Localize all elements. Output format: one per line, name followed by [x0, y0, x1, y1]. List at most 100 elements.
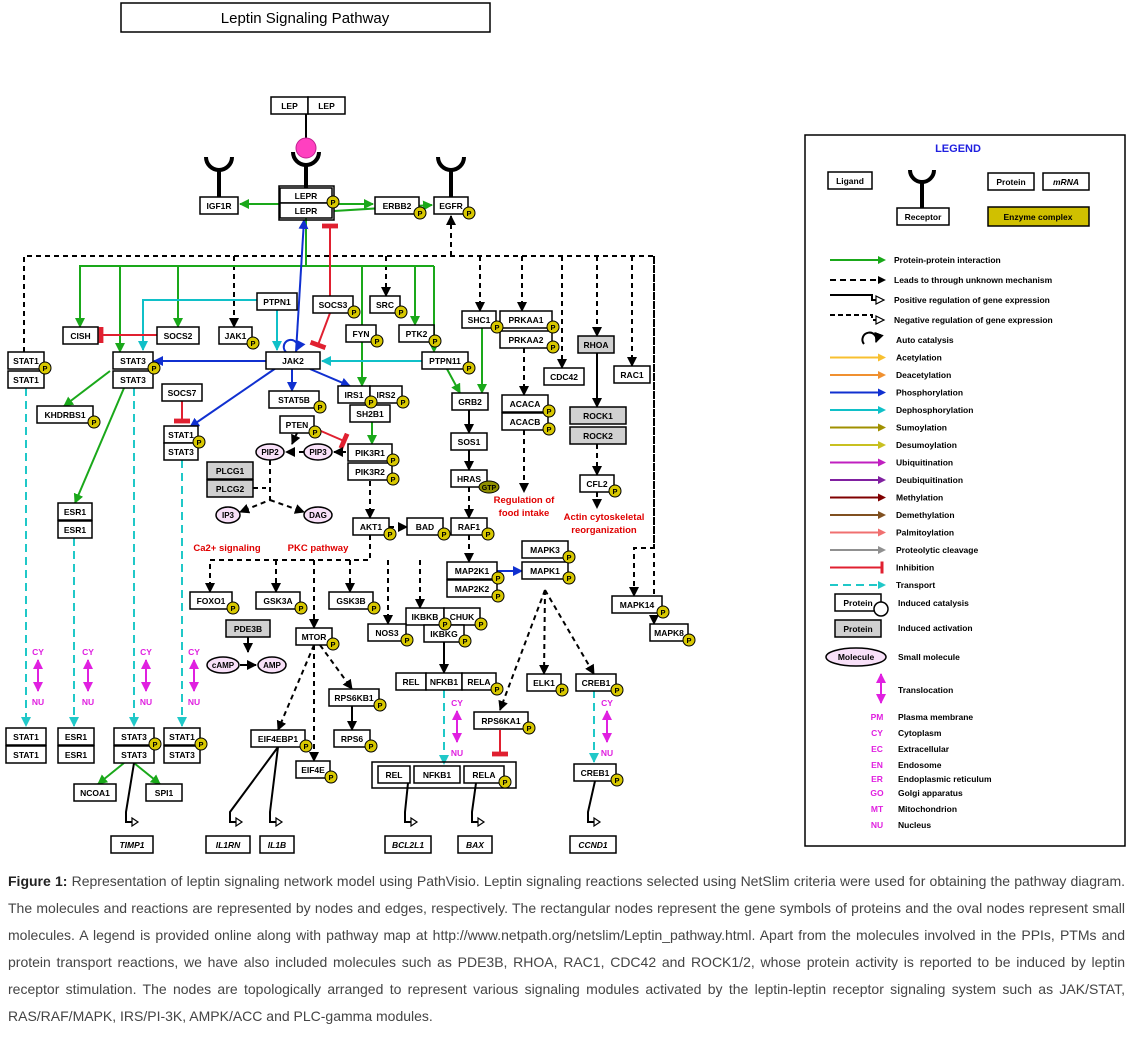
- node-label-esr1b: ESR1: [64, 525, 86, 535]
- phospho-badge-label-stat1c: P: [196, 438, 201, 447]
- node-label-nfkb1a: NFKB1: [430, 677, 459, 687]
- legend-box: [804, 134, 1126, 847]
- legend-ligand: Ligand: [836, 176, 864, 186]
- node-box-elk1: [526, 673, 562, 692]
- node-box-igf1r: [199, 196, 239, 215]
- phospho-badge-label-erbb2: P: [417, 209, 422, 218]
- node-box-rock2: [569, 426, 627, 445]
- actin-label-2: reorganization: [571, 525, 637, 536]
- node-box-esr1d: [57, 745, 95, 764]
- phospho-badge-raf1: [481, 527, 495, 541]
- edge-dephos-ptpn1-stat3: [138, 299, 257, 351]
- edge-inhibit-jak2: [309, 312, 331, 351]
- phospho-badge-prkaa2: [546, 340, 560, 354]
- node-label-esr1c: ESR1: [65, 732, 87, 742]
- edge-pten-pip2: [291, 432, 301, 445]
- edge-pip2-dag: [269, 499, 305, 514]
- node-label-stat3a: STAT3: [120, 356, 146, 366]
- edge-phos-irs1: [309, 368, 351, 388]
- legend-edge-5: Acetylation: [830, 353, 942, 363]
- node-box-il1b: [259, 835, 295, 854]
- loc-nu-0: NU: [32, 697, 44, 707]
- phospho-badge-nos3: [400, 633, 414, 647]
- node-label-acacb: ACACB: [510, 417, 541, 427]
- node-box-raf1: [450, 517, 488, 536]
- phospho-badge-label-cfl2: P: [612, 487, 617, 496]
- node-box-ptpn11: [421, 351, 469, 370]
- node-box-stat3f: [163, 745, 201, 764]
- phospho-badge-egfr: [462, 206, 476, 220]
- legend-loc-code-1: CY: [871, 728, 883, 738]
- gtp-badge: [478, 480, 500, 494]
- caption-text: Representation of leptin signaling netwo…: [8, 873, 1125, 1024]
- phospho-badge-stat1f: [194, 737, 208, 751]
- legend-edge-glyph-2: [830, 294, 878, 301]
- legend-loc-code-0: PM: [871, 712, 884, 722]
- phospho-badge-label-rela1: P: [494, 685, 499, 694]
- node-box-cdc42: [543, 367, 585, 386]
- receptors: [204, 114, 466, 199]
- edge-ppi-khdrbs1: [63, 370, 111, 407]
- phospho-badge-label-egfr: P: [466, 209, 471, 218]
- node-label-acaca: ACACA: [510, 399, 541, 409]
- legend-edge-glyph-4: [861, 331, 884, 345]
- legend-edge-label-6: Deacetylation: [896, 370, 951, 380]
- pathway-edges: [21, 199, 659, 828]
- node-label-ptpn11: PTPN11: [429, 356, 461, 366]
- legend-edge-head-11: [878, 458, 886, 467]
- legend-loc-name-1: Cytoplasm: [898, 728, 942, 738]
- receptor-cup-igf1r: [204, 156, 234, 172]
- node-label-chuk: CHUK: [450, 612, 475, 622]
- phospho-badge-ikbkb: [438, 617, 452, 631]
- node-label-il1b: IL1B: [268, 840, 286, 850]
- node-box-akt1: [352, 517, 390, 536]
- node-label-stat3e: STAT3: [121, 750, 147, 760]
- edge-gene-il1b-head: [275, 816, 284, 828]
- node-label-ccnd1: CCND1: [578, 840, 608, 850]
- phospho-badge-label-chuk: P: [478, 620, 483, 629]
- edge-mapk-creb1: [544, 589, 595, 675]
- gtp-badge-label: GTP: [482, 485, 497, 492]
- legend-edge-7: Phosphorylation: [830, 388, 963, 398]
- node-box-ptpn1: [256, 292, 298, 311]
- node-label-prkaa1: PRKAA1: [509, 315, 544, 325]
- phospho-badge-prkaa1: [546, 320, 560, 334]
- legend-loc-code-4: ER: [871, 774, 883, 784]
- legend-edge-label-1: Leads to through unknown mechanism: [894, 275, 1053, 285]
- legend-edge-head-18: [878, 581, 886, 589]
- phospho-badge-mapk3a: [562, 550, 576, 564]
- node-label-rel1: REL: [403, 677, 420, 687]
- loc-nu-4: NU: [451, 748, 463, 758]
- node-box-rhoa: [577, 335, 615, 354]
- diagram-title: Leptin Signaling Pathway: [221, 10, 390, 27]
- node-label-rock1: ROCK1: [583, 411, 613, 421]
- node-box-socs7: [161, 383, 203, 402]
- legend-edge-label-11: Ubiquitination: [896, 458, 953, 468]
- node-box-hras: [450, 469, 488, 488]
- node-label-akt1: AKT1: [360, 522, 382, 532]
- node-label-jak1: JAK1: [225, 331, 247, 341]
- phospho-badge-label-socs3: P: [351, 308, 356, 317]
- legend-edge-label-4: Auto catalysis: [896, 335, 954, 345]
- phospho-badge-label-eif4ebp1: P: [303, 742, 308, 751]
- phospho-badge-label-ikbkb: P: [442, 620, 447, 629]
- edge-mtor-eif4ebp1: [276, 644, 315, 731]
- edge-gene-ccnd1-head: [593, 816, 602, 828]
- node-label-mapk3a: MAPK3: [530, 545, 560, 555]
- node-box-bcl2l1: [384, 835, 432, 854]
- legend-edge-14: Demethylation: [830, 510, 955, 520]
- phospho-badge-akt1: [383, 527, 397, 541]
- phospho-badge-mapk14: [656, 605, 670, 619]
- phospho-badge-label-akt1: P: [387, 530, 392, 539]
- phospho-badge-label-stat3d: P: [152, 740, 157, 749]
- node-label-stat1c: STAT1: [168, 430, 194, 440]
- node-label-esr1d: ESR1: [65, 750, 87, 760]
- node-box-esr1b: [57, 520, 93, 539]
- phospho-badge-label-mapk3a: P: [566, 553, 571, 562]
- legend-edge-16: Proteolytic cleavage: [830, 545, 978, 555]
- food-intake-label-2: food intake: [499, 508, 550, 519]
- node-box-bax: [457, 835, 493, 854]
- legend-protein-box: [987, 172, 1035, 191]
- figure-caption: Figure 1: Representation of leptin signa…: [8, 868, 1125, 1030]
